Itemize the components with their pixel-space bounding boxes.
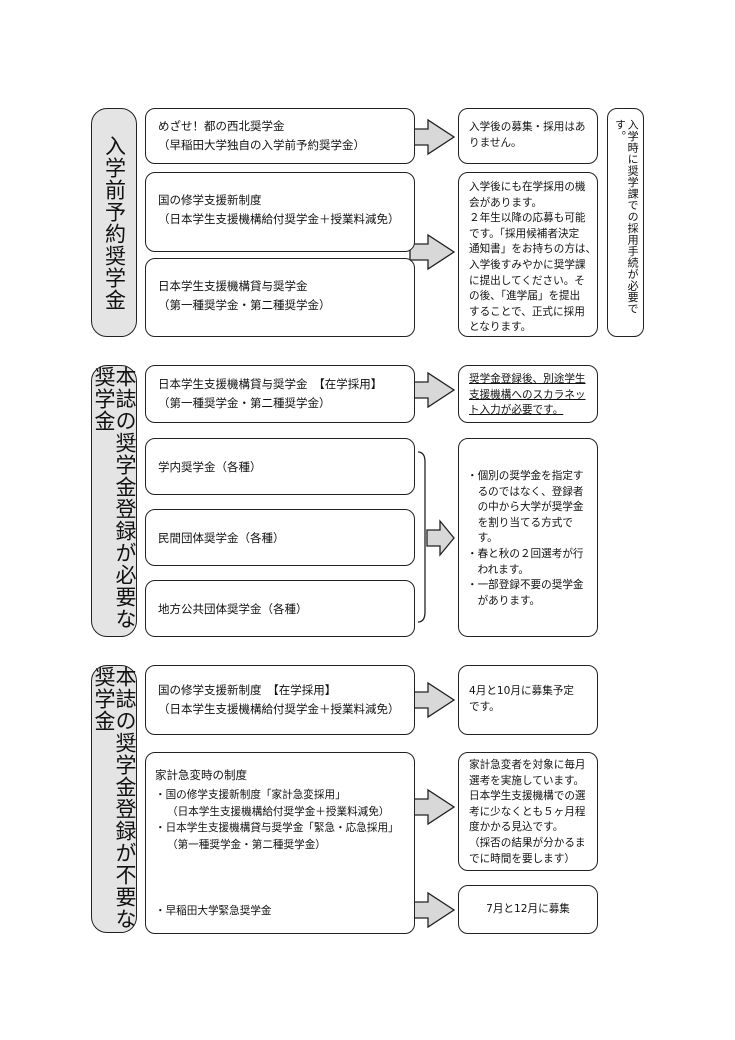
section-label-text: 本誌の奨学金登録が必要な奨学金 bbox=[92, 366, 137, 630]
note-line: るのではなく、登録者 bbox=[467, 485, 584, 498]
box-line: ・日本学生支援機構貸与奨学金「緊急・応急採用」 bbox=[155, 822, 399, 835]
scholarship-box: 国の修学支援新制度 【在学採用】 （日本学生支援機構給付奨学金＋授業料減免） bbox=[145, 665, 415, 735]
note-line: 奨学金登録後、別途学生 bbox=[469, 373, 586, 385]
note-line: ２年生以降の応募も可能 bbox=[469, 212, 586, 225]
section-label-text: 入学前予約奨学金 bbox=[102, 134, 127, 311]
note-box: 入学後の募集・採用はあ りません。 bbox=[458, 108, 598, 164]
arrow-right bbox=[409, 788, 456, 826]
box-line: （日本学生支援機構給付奨学金＋授業料減免） bbox=[167, 805, 390, 818]
box-line: 地方公共団体奨学金（各種） bbox=[158, 602, 308, 616]
section-label-text: 本誌の奨学金登録が不要な奨学金 bbox=[92, 666, 137, 930]
arrow-right bbox=[409, 118, 456, 156]
note-line: 入学後にも在学採用の機 bbox=[469, 181, 586, 193]
scholarship-box: 民間団体奨学金（各種） bbox=[145, 509, 415, 566]
arrow-right bbox=[409, 233, 456, 271]
note-line: す。 bbox=[467, 532, 498, 545]
side-note-text: 入学時に奨学課での採用手続が必要です。 bbox=[613, 119, 640, 315]
note-line: 通知書」をお持ちの方は、 bbox=[469, 243, 597, 256]
note-line: です。「採用候補者決定 bbox=[469, 227, 580, 240]
scholarship-box: 日本学生支援機構貸与奨学金 【在学採用】 （第一種奨学金・第二種奨学金） bbox=[145, 365, 415, 423]
note-line: 選考を実施しています。 bbox=[469, 774, 585, 787]
box-line: （日本学生支援機構給付奨学金＋授業料減免） bbox=[158, 702, 400, 716]
note-line: の中から大学が奨学金 bbox=[467, 501, 584, 514]
note-line: 考に少なくとも５ヶ月程 bbox=[469, 805, 586, 818]
note-box: 入学後にも在学採用の機 会があります。 ２年生以降の応募も可能 です。「採用候補… bbox=[458, 172, 598, 337]
bracket bbox=[417, 451, 426, 623]
note-line: ・一部登録不要の奨学金 bbox=[467, 579, 584, 592]
scholarship-box: めざせ！都の西北奨学金 （早稲田大学独自の入学前予約奨学金） bbox=[145, 108, 415, 164]
scholarship-box: 国の修学支援新制度 （日本学生支援機構給付奨学金＋授業料減免） bbox=[145, 172, 415, 252]
note-line: 家計急変者を対象に毎月 bbox=[469, 759, 586, 771]
box-line: （第一種奨学金・第二種奨学金） bbox=[158, 396, 331, 410]
note-line: です。 bbox=[469, 700, 500, 713]
arrow-right bbox=[409, 681, 456, 719]
note-line: りません。 bbox=[469, 136, 522, 149]
box-line: （早稲田大学独自の入学前予約奨学金） bbox=[158, 138, 365, 152]
box-line: 国の修学支援新制度 bbox=[158, 193, 262, 207]
note-box: 7月と12月に募集 bbox=[458, 885, 598, 934]
note-line: があります。 bbox=[467, 594, 541, 607]
note-box: ・個別の奨学金を指定す るのではなく、登録者 の中から大学が奨学金 を割り当てる… bbox=[458, 438, 598, 637]
note-line: （採否の結果が分かるま bbox=[469, 836, 586, 849]
box-line: （第一種奨学金・第二種奨学金） bbox=[158, 298, 331, 312]
box-line: ・国の修学支援新制度「家計急変採用」 bbox=[155, 788, 346, 801]
note-line: の後、「進学届」を提出 bbox=[469, 290, 581, 303]
arrow-right bbox=[426, 519, 455, 557]
note-box: 4月と10月に募集予定 です。 bbox=[458, 665, 598, 735]
note-box: 奨学金登録後、別途学生 支援機構へのスカラネッ ト入力が必要です。 bbox=[458, 365, 598, 423]
note-line: 入学後の募集・採用はあ bbox=[469, 121, 586, 133]
note-line: 入学後すみやかに奨学課 bbox=[469, 258, 586, 271]
side-note-box: 入学時に奨学課での採用手続が必要です。 bbox=[607, 108, 644, 337]
note-box: 家計急変者を対象に毎月 選考を実施しています。 日本学生支援機構での選 考に少な… bbox=[458, 752, 598, 871]
note-line: でに時間を要します） bbox=[469, 852, 575, 865]
box-line: 日本学生支援機構貸与奨学金 bbox=[158, 279, 308, 293]
note-line: することで、正式に採用 bbox=[469, 305, 585, 318]
note-line: を割り当てる方式で bbox=[467, 516, 573, 529]
note-line: 日本学生支援機構での選 bbox=[469, 790, 586, 803]
note-line: に提出してください。そ bbox=[469, 274, 585, 287]
box-line: 民間団体奨学金（各種） bbox=[158, 531, 285, 545]
note-line: 度かかる見込です。 bbox=[469, 821, 564, 834]
section-label-pre-enrollment: 入学前予約奨学金 bbox=[91, 108, 137, 337]
note-line: 支援機構へのスカラネッ bbox=[469, 388, 586, 401]
note-line: 会があります。 bbox=[469, 196, 543, 209]
scholarship-box: 家計急変時の制度 ・国の修学支援新制度「家計急変採用」 （日本学生支援機構給付奨… bbox=[145, 752, 415, 934]
section-label-registration-required: 本誌の奨学金登録が必要な奨学金 bbox=[91, 365, 137, 637]
box-line: 学内奨学金（各種） bbox=[158, 460, 262, 474]
note-line: 7月と12月に募集 bbox=[486, 903, 570, 915]
arrow-right bbox=[409, 891, 456, 929]
scholarship-box: 学内奨学金（各種） bbox=[145, 438, 415, 495]
note-line: ト入力が必要です。 bbox=[469, 404, 564, 417]
note-line: 4月と10月に募集予定 bbox=[469, 685, 574, 697]
box-line: 国の修学支援新制度 【在学採用】 bbox=[158, 683, 337, 697]
box-line: （第一種奨学金・第二種奨学金） bbox=[167, 839, 326, 852]
box-line: めざせ！都の西北奨学金 bbox=[158, 119, 285, 133]
arrow-right bbox=[409, 371, 456, 409]
scholarship-box: 地方公共団体奨学金（各種） bbox=[145, 580, 415, 637]
box-heading: 家計急変時の制度 bbox=[155, 768, 247, 782]
note-line: となります。 bbox=[469, 321, 532, 334]
section-label-registration-not-required: 本誌の奨学金登録が不要な奨学金 bbox=[91, 665, 137, 933]
box-line: ・早稲田大学緊急奨学金 bbox=[155, 905, 272, 917]
note-line: ・個別の奨学金を指定す bbox=[467, 470, 584, 482]
scholarship-box: 日本学生支援機構貸与奨学金 （第一種奨学金・第二種奨学金） bbox=[145, 258, 415, 337]
box-line: （日本学生支援機構給付奨学金＋授業料減免） bbox=[158, 212, 400, 226]
box-line: 日本学生支援機構貸与奨学金 【在学採用】 bbox=[158, 377, 383, 391]
note-line: われます。 bbox=[467, 563, 529, 576]
note-line: ・春と秋の２回選考が行 bbox=[467, 547, 584, 560]
